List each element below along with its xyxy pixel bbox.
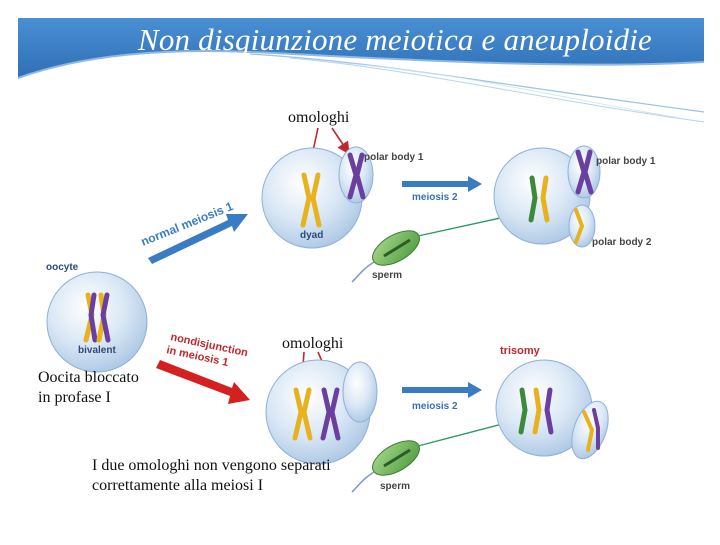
empty-polar-body xyxy=(342,361,378,423)
polar-body-1-right-label: polar body 1 xyxy=(596,156,656,167)
meiosis2-bottom-label: meiosis 2 xyxy=(412,401,458,412)
oocyte-blocked-note: Oocita bloccato in profase I xyxy=(38,368,139,408)
sperm-top xyxy=(351,230,420,283)
homologs-bottom-label: omologhi xyxy=(282,335,344,352)
dyad-label: dyad xyxy=(300,230,323,241)
oocyte-blocked-line1: Oocita bloccato xyxy=(38,369,139,386)
title-band xyxy=(17,18,705,123)
sperm-bottom-label: sperm xyxy=(380,481,410,492)
trisomy-cell xyxy=(495,359,593,457)
slide-title: Non disgiunzione meiotica e aneuploidie xyxy=(137,22,653,57)
polar-body-2-label: polar body 2 xyxy=(592,237,652,248)
homologs-top-label: omologhi xyxy=(288,109,350,126)
polar-body-1-right xyxy=(567,145,601,199)
nondisjunction-arrow xyxy=(156,360,250,404)
polar-body-1-top-label: polar body 1 xyxy=(364,152,424,163)
meiosis2-arrow-bottom xyxy=(402,382,482,398)
oocyte-label: oocyte xyxy=(46,262,79,273)
bivalent-chromosomes xyxy=(83,292,111,343)
sperm-bottom-pointer xyxy=(417,418,513,447)
zygote-normal-cell xyxy=(493,147,591,245)
homologs-not-separated-note: I due omologhi non vengono separati corr… xyxy=(92,456,331,496)
oocyte-cell xyxy=(46,271,148,373)
sperm-bottom xyxy=(351,440,420,493)
meiosis2-arrow-top xyxy=(402,176,482,192)
polar-body-2 xyxy=(568,204,596,248)
polar-body-1-top xyxy=(338,146,374,204)
trisomy-label: trisomy xyxy=(500,345,541,357)
oocyte-blocked-line2: in profase I xyxy=(38,389,111,406)
bivalent-label: bivalent xyxy=(78,345,116,356)
sperm-top-label: sperm xyxy=(372,270,402,281)
homologs-not-separated-line2: correttamente alla meiosi I xyxy=(92,477,264,494)
polar-body-trisomy xyxy=(571,400,609,460)
meiosis2-top-label: meiosis 2 xyxy=(412,192,458,203)
homologs-not-separated-line1: I due omologhi non vengono separati xyxy=(92,457,331,474)
normal-meiosis-arrow xyxy=(148,214,248,264)
